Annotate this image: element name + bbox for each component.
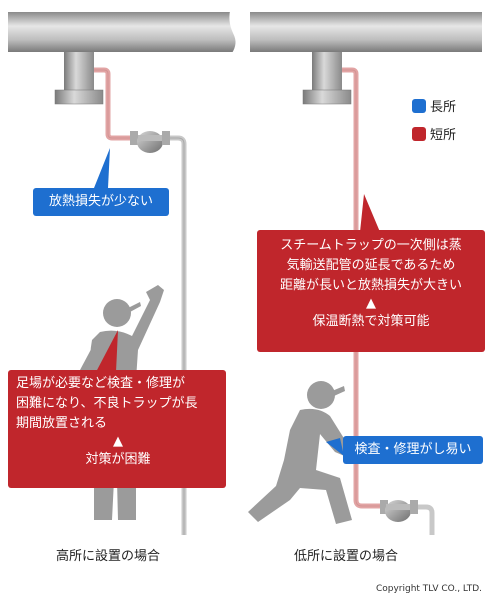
left-advantage-callout: 放熱損失が少ない: [33, 188, 169, 216]
left-disadvantage-pointer: [96, 330, 118, 372]
legend-short-swatch: [412, 126, 426, 141]
copyright-text: Copyright TLV CO., LTD.: [375, 584, 482, 594]
legend-long-swatch: [412, 98, 426, 113]
legend-long: 長所: [412, 96, 456, 115]
right-steam-trap: [380, 500, 418, 522]
left-disadvantage-line2: 困難になり、不良トラップが長: [16, 396, 198, 411]
right-disadvantage-pointer: [360, 194, 380, 232]
left-disadvantage-line1: 足場が必要など検査・修理が: [16, 376, 186, 391]
right-advantage-text: 検査・修理がし易い: [354, 442, 472, 457]
legend-long-label: 長所: [430, 100, 457, 115]
legend-short-label: 短所: [430, 128, 457, 143]
left-caption: 高所に設置の場合: [56, 549, 161, 564]
right-outlet-pipe: [418, 504, 435, 535]
left-advantage-pointer: [94, 148, 110, 188]
right-disadvantage-line1: スチームトラップの一次側は蒸: [280, 238, 462, 253]
worker-crouching-icon: [248, 381, 358, 524]
left-disadvantage-result: 対策が困難: [85, 452, 151, 467]
left-steam-trap: [130, 131, 170, 153]
main-steam-pipe: [8, 6, 482, 59]
right-disadvantage-result: 保温断熱で対策可能: [312, 314, 430, 329]
left-advantage-text: 放熱損失が少ない: [48, 194, 153, 209]
left-disadvantage-line3: 期間放置される: [16, 416, 108, 431]
right-disadvantage-callout: スチームトラップの一次側は蒸 気輸送配管の延長であるため 距離が長いと放熱損失が…: [257, 230, 485, 352]
legend-short: 短所: [412, 124, 456, 143]
right-disadvantage-line3: 距離が長いと放熱損失が大きい: [279, 278, 462, 293]
right-arrow-icon: ▲: [366, 296, 376, 311]
left-arrow-icon: ▲: [113, 434, 123, 449]
left-disadvantage-callout: 足場が必要など検査・修理が 困難になり、不良トラップが長 期間放置される ▲ 対…: [8, 370, 226, 488]
right-caption: 低所に設置の場合: [294, 549, 399, 564]
right-drip-pocket: [302, 52, 352, 105]
right-advantage-callout: 検査・修理がし易い: [343, 436, 483, 464]
right-advantage-pointer: [326, 438, 344, 456]
left-drip-pocket: [54, 52, 104, 105]
right-disadvantage-line2: 気輸送配管の延長であるため: [286, 258, 456, 273]
